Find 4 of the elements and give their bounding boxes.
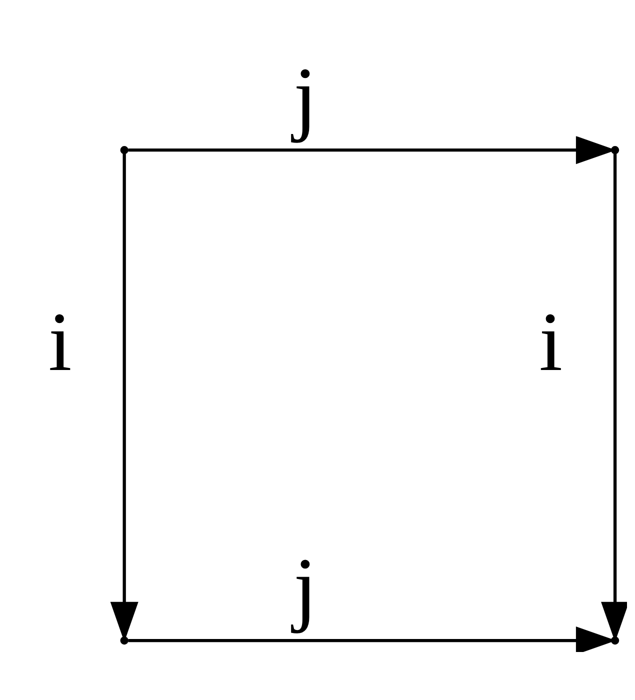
edge-label: j (293, 50, 317, 144)
edge-label: i (48, 296, 72, 389)
edge-label: i (539, 296, 563, 389)
edge-label: j (293, 540, 317, 634)
